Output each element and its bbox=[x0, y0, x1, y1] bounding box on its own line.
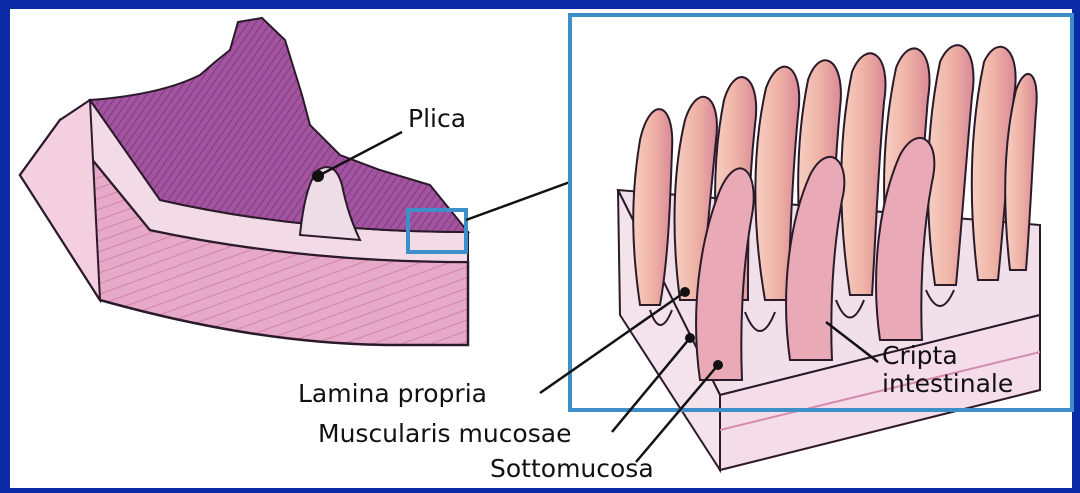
label-plica: Plica bbox=[408, 105, 466, 133]
label-cripta-line2: intestinale bbox=[882, 370, 1013, 398]
label-cripta-line1: Cripta bbox=[882, 342, 958, 370]
label-lamina-propria: Lamina propria bbox=[298, 380, 487, 408]
label-sottomucosa: Sottomucosa bbox=[490, 455, 654, 483]
zoom-connector-line bbox=[466, 182, 570, 220]
villi-block bbox=[618, 45, 1040, 470]
wall-end-face bbox=[20, 100, 100, 300]
label-muscularis-mucosae: Muscularis mucosae bbox=[318, 420, 571, 448]
intestinal-wall-section bbox=[20, 18, 468, 345]
